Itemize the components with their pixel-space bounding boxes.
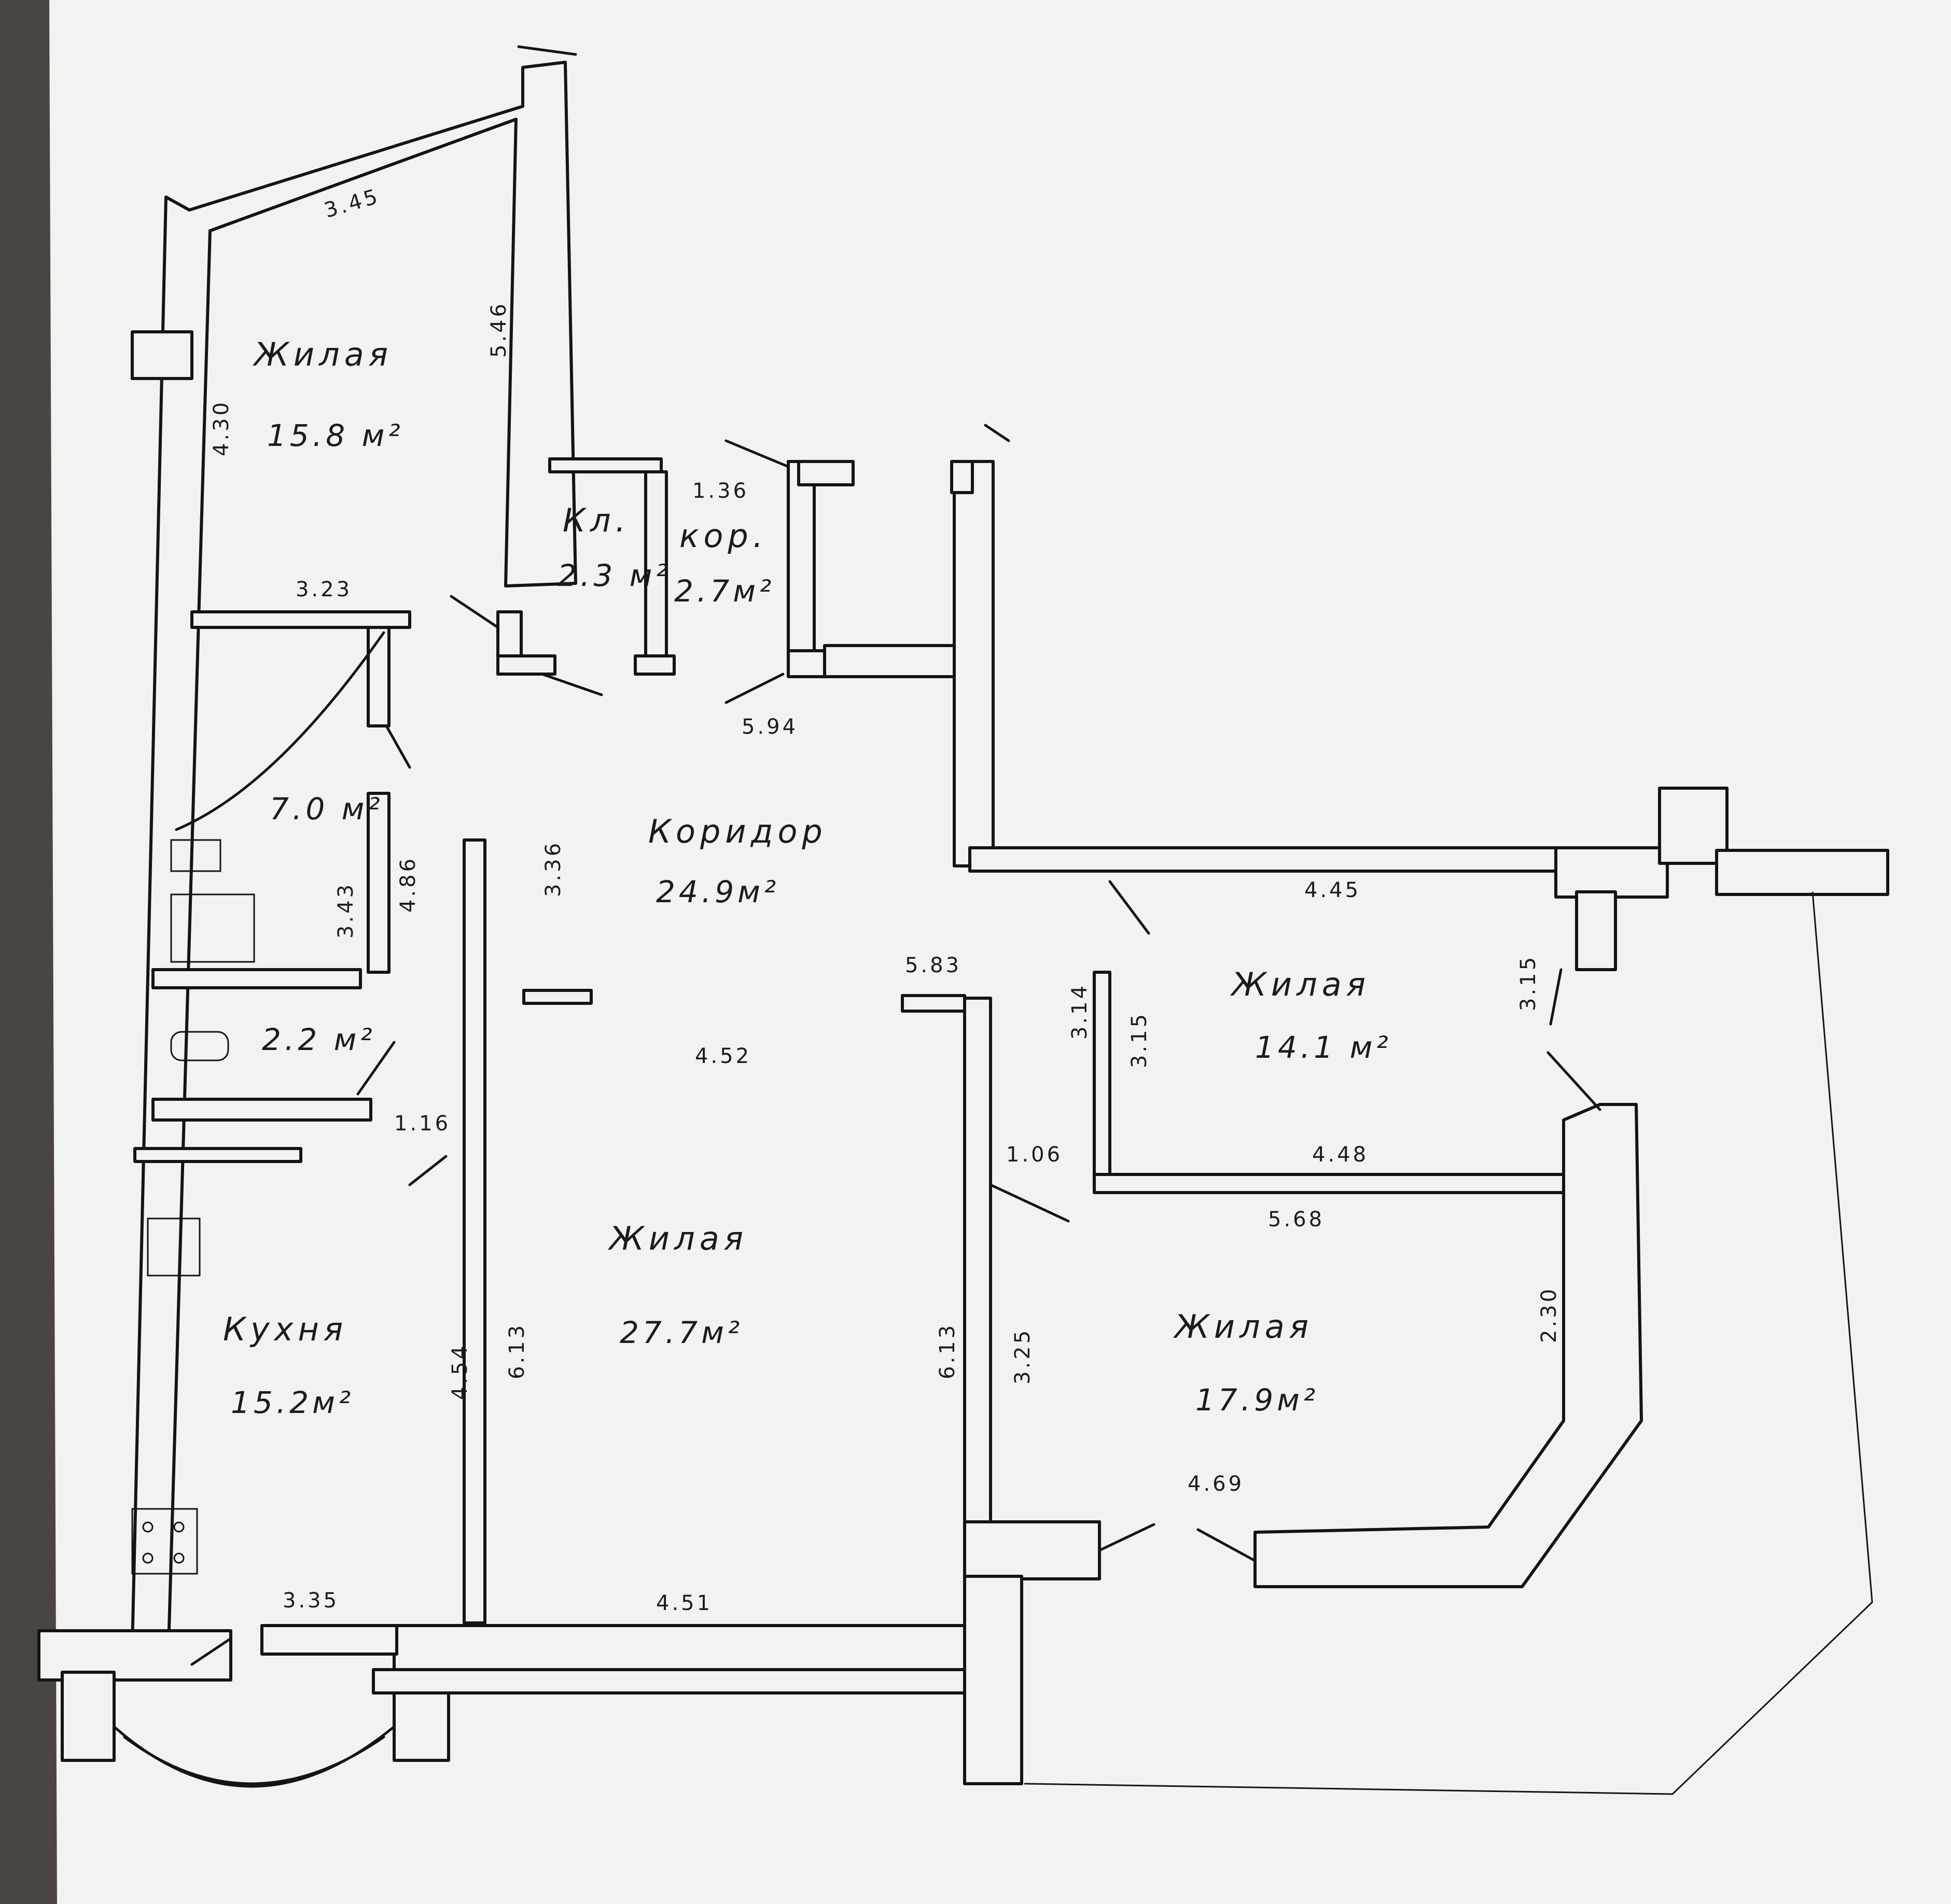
toilet-icon bbox=[170, 1031, 229, 1061]
dim-label: 5.68 bbox=[1268, 1208, 1325, 1231]
dim-label: 3.14 bbox=[1068, 983, 1092, 1040]
room-area-living-2: 14.1 м² bbox=[1255, 1030, 1392, 1065]
room-area-living-3: 27.7м² bbox=[620, 1315, 743, 1350]
bathtub-icon bbox=[170, 893, 255, 963]
room-name-small-corridor: кор. bbox=[679, 517, 768, 555]
room-name-pantry: Кл. bbox=[563, 501, 630, 539]
room-name-living-4: Жилая bbox=[1173, 1308, 1313, 1346]
dim-label: 1.36 bbox=[692, 479, 749, 503]
dim-label: 3.23 bbox=[296, 578, 352, 601]
fixtures bbox=[131, 839, 255, 1575]
dim-label: 4.45 bbox=[1304, 878, 1361, 902]
room-name-kitchen: Кухня bbox=[223, 1310, 347, 1348]
room-area-pantry: 2.3 м² bbox=[558, 558, 672, 593]
dim-label: 3.35 bbox=[283, 1589, 339, 1613]
room-area-corridor: 24.9м² bbox=[656, 874, 779, 909]
room-area-wc: 2.2 м² bbox=[262, 1022, 376, 1057]
dim-label: 2.30 bbox=[1537, 1286, 1561, 1343]
dim-label: 5.83 bbox=[905, 954, 961, 977]
room-name-living-3: Жилая bbox=[607, 1220, 748, 1257]
room-area-kitchen: 15.2м² bbox=[231, 1385, 354, 1420]
room-name-living-1: Жилая bbox=[252, 335, 393, 373]
room-area-bathroom: 7.0 м² bbox=[270, 791, 384, 827]
dim-label: 4.52 bbox=[695, 1044, 751, 1068]
room-name-living-2: Жилая bbox=[1230, 965, 1370, 1003]
dim-label: 5.94 bbox=[742, 715, 798, 739]
dim-label: 4.51 bbox=[656, 1591, 713, 1615]
dim-label: 3.36 bbox=[541, 841, 565, 897]
room-area-living-4: 17.9м² bbox=[1195, 1382, 1319, 1418]
dim-label: 4.86 bbox=[396, 856, 420, 913]
room-area-small-corridor: 2.7м² bbox=[674, 573, 775, 609]
sink-icon bbox=[147, 1217, 201, 1277]
dim-label: 1.06 bbox=[1006, 1143, 1063, 1167]
doors bbox=[175, 439, 1601, 1666]
dim-label: 6.13 bbox=[936, 1323, 959, 1379]
dim-label: 4.30 bbox=[210, 400, 233, 456]
balconies bbox=[113, 45, 1873, 1795]
dim-label: 4.69 bbox=[1188, 1472, 1244, 1496]
dim-label: 4.48 bbox=[1312, 1143, 1369, 1167]
dim-label: 3.43 bbox=[334, 882, 358, 939]
dim-label: 4.54 bbox=[448, 1343, 472, 1400]
dim-label: 3.15 bbox=[1127, 1012, 1151, 1068]
room-labels: Жилая 15.8 м² Кл. 2.3 м² кор. 2.7м² 7.0 … bbox=[223, 335, 1392, 1420]
washbasin-icon bbox=[170, 839, 221, 872]
dim-label: 1.16 bbox=[394, 1112, 451, 1136]
room-area-living-1: 15.8 м² bbox=[267, 418, 404, 453]
stove-icon bbox=[131, 1508, 198, 1575]
room-name-corridor: Коридор bbox=[648, 813, 827, 850]
dim-label: 3.25 bbox=[1011, 1328, 1035, 1384]
dim-label: 3.15 bbox=[1516, 955, 1540, 1011]
dim-label: 6.13 bbox=[505, 1323, 529, 1379]
dim-label: 5.46 bbox=[487, 301, 511, 358]
walls bbox=[37, 61, 1889, 1785]
